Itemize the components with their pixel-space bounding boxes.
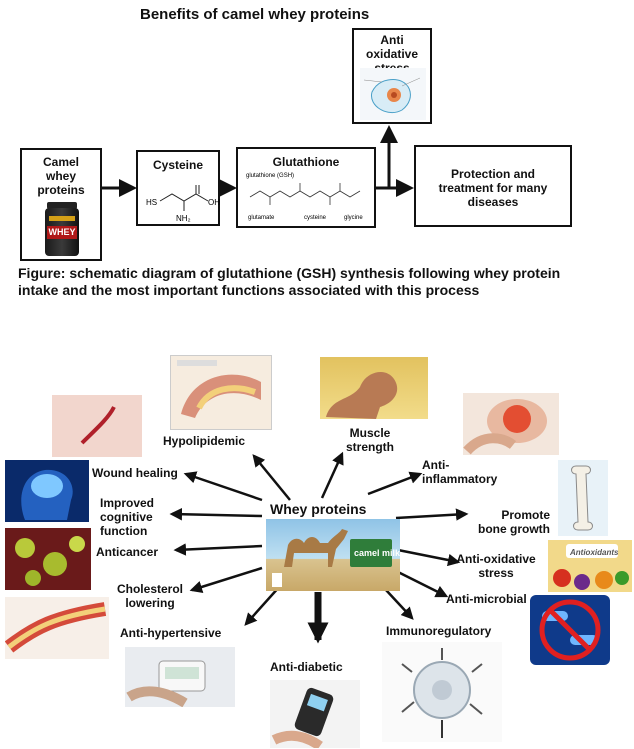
arrow-antihypertensive: [244, 585, 281, 626]
camel-whey-box: Camel whey proteins WHEY: [20, 148, 102, 261]
arrow-antioxidative: [397, 548, 461, 567]
protection-label: Protection and treatment for many diseas…: [438, 167, 548, 209]
benefit-cholesterol-text: Cholesterol lowering: [116, 582, 183, 610]
glutathione-sub: glutathione (GSH): [246, 173, 294, 179]
benefit-bone-text: Promote bone growth: [478, 508, 550, 536]
benefit-immunoregulatory: Immunoregulatory: [386, 624, 492, 638]
arrow-anti-inflammatory: [367, 471, 423, 496]
cysteine-label: Cysteine: [152, 158, 204, 172]
microbe-image: [530, 595, 610, 665]
benefit-hypolipidemic: Hypolipidemic: [163, 434, 246, 448]
brain-image: [5, 460, 89, 522]
benefit-anticancer: Anticancer: [96, 545, 159, 559]
arrow-bone: [395, 508, 469, 521]
hs-label: HS: [146, 198, 157, 207]
knee-image: [463, 393, 559, 455]
arrow-hypolipidemic: [252, 454, 291, 501]
cysteine-part-label: cysteine: [304, 215, 327, 221]
benefit-anti-inflammatory: Anti-inflammatory: [422, 458, 497, 486]
bone-image: [558, 460, 608, 536]
arrow-immunoregulatory: [385, 589, 414, 620]
camel-whey-label: Camel whey proteins: [37, 155, 85, 197]
oxidative-stress-box: Anti oxidative stress: [352, 28, 432, 124]
arrow-anticancer: [173, 543, 263, 556]
benefit-antioxidative: Anti-oxidative stress: [455, 552, 537, 580]
cell-illustration: [360, 68, 426, 120]
benefit-cognitive: Improved cognitive function: [100, 496, 180, 538]
arrow-muscle: [320, 451, 344, 499]
camel-icon: camel milk: [272, 529, 400, 587]
cysteine-box: Cysteine HS OH NH₂: [136, 150, 220, 226]
blood-pressure-image: [125, 647, 235, 707]
camel-milk-label: camel milk: [354, 548, 400, 558]
benefit-antioxidative-text: Anti-oxidative stress: [456, 552, 536, 580]
muscle-image: [320, 357, 428, 419]
figure-caption: Figure: schematic diagram of glutathione…: [18, 265, 561, 298]
wound-image: [52, 395, 142, 457]
arrow-antimicrobial: [397, 570, 449, 598]
glutathione-label: Glutathione: [272, 155, 340, 169]
antioxidants-label: Antioxidants: [570, 548, 619, 557]
page-title: Benefits of camel whey proteins: [140, 6, 370, 23]
benefit-anti-inflammatory-text: Anti-inflammatory: [422, 458, 498, 486]
cysteine-structure: HS OH NH₂: [146, 185, 220, 223]
arrow-cognitive: [169, 507, 263, 521]
glucometer-image: [270, 680, 360, 748]
nh2-label: NH₂: [176, 214, 191, 223]
benefit-bone: Promote bone growth: [470, 508, 550, 536]
camel-milk-image: camel milk: [266, 519, 400, 591]
benefit-antihypertensive: Anti-hypertensive: [120, 626, 222, 640]
benefit-muscle-text: Muscle strength: [346, 426, 394, 454]
arrow-wound: [183, 471, 263, 502]
arrow-cholesterol: [189, 566, 263, 593]
benefit-antidiabetic: Anti-diabetic: [270, 660, 343, 674]
oh-label: OH: [208, 198, 220, 207]
immune-cell-image: [382, 642, 502, 742]
benefit-wound: Wound healing: [92, 466, 178, 480]
glutathione-structure: glutathione (GSH) glutamate cysteine gly…: [246, 173, 363, 221]
whey-product-image: WHEY: [45, 202, 79, 256]
whey-product-label: WHEY: [47, 226, 77, 239]
hypolipidemic-image: [170, 355, 272, 430]
artery-image: [5, 597, 109, 659]
benefit-cholesterol: Cholesterol lowering: [110, 582, 190, 610]
benefit-cognitive-text: Improved cognitive function: [100, 496, 155, 538]
antioxidant-foods-image: Antioxidants: [548, 540, 632, 592]
benefit-muscle: Muscle strength: [335, 426, 405, 454]
glycine-label: glycine: [344, 215, 363, 221]
glutathione-box: Glutathione glutathione (GSH) glutamate …: [236, 147, 376, 228]
cancer-cells-image: [5, 528, 91, 590]
glutamate-label: glutamate: [248, 215, 275, 221]
protection-box: Protection and treatment for many diseas…: [414, 145, 572, 227]
whey-proteins-title: Whey proteins: [270, 501, 367, 517]
benefit-antimicrobial: Anti-microbial: [446, 592, 527, 606]
